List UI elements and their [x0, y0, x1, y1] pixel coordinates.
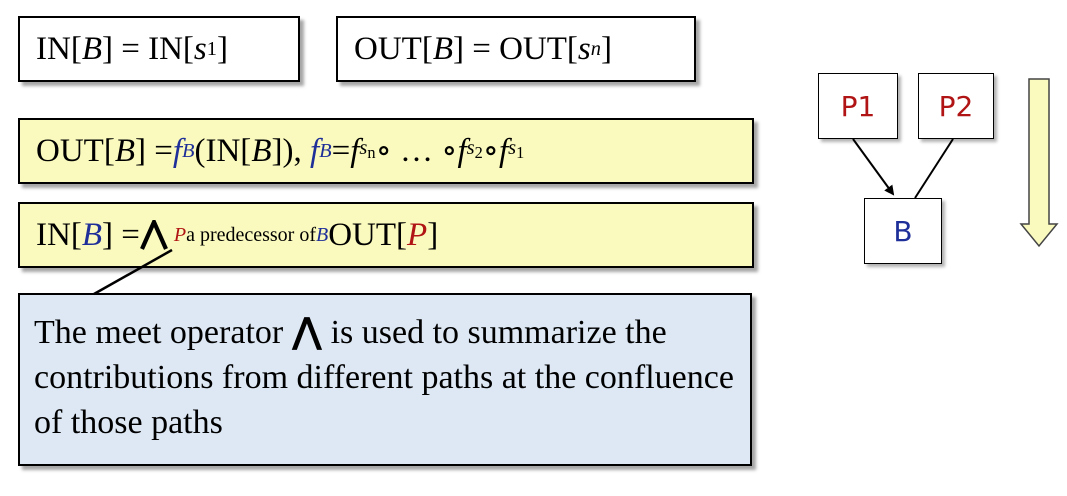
close-paren: ]),: [271, 132, 302, 169]
out-label: OUT[: [36, 132, 115, 169]
s-var: s: [466, 137, 475, 160]
f-s2: f: [457, 132, 467, 169]
node-label: B: [893, 214, 913, 248]
equals-in: ] = IN[: [101, 30, 194, 67]
equals: ] =: [134, 132, 173, 169]
f-var: f: [172, 132, 183, 169]
in-label: IN[: [36, 216, 82, 253]
block-var: B: [316, 224, 329, 246]
s-var: s: [359, 137, 368, 160]
in-label: (IN[: [194, 132, 252, 169]
note-text: The meet operator ⋀ is used to summarize…: [34, 309, 734, 445]
equals-out: ] = OUT[: [452, 30, 578, 67]
p-var: P: [173, 224, 187, 246]
node-label: P2: [938, 89, 974, 123]
meet-operator-note: The meet operator ⋀ is used to summarize…: [18, 293, 752, 466]
block-var: B: [81, 30, 102, 67]
predecessor-text: a predecessor of: [186, 224, 316, 246]
close-bracket: ]: [427, 216, 439, 253]
meet-equation-box: IN[B] = P a predecessor of B OUT[P]: [18, 202, 754, 268]
meet-wedge-icon: [139, 220, 168, 250]
f-sn: f: [350, 132, 360, 169]
meet-wedge-glyph: ⋀: [291, 311, 323, 352]
one-subscript: 1: [516, 143, 525, 163]
block-var: B: [432, 30, 453, 67]
block-var: B: [114, 132, 135, 169]
equals: ] =: [101, 216, 140, 253]
block-var: B: [251, 132, 272, 169]
two-subscript: 2: [474, 143, 483, 163]
in-label: IN[: [36, 30, 82, 67]
node-label: P1: [840, 89, 876, 123]
block-var: B: [81, 216, 102, 253]
p-var: P: [407, 216, 428, 253]
composition-ellipsis: ∘ … ∘: [375, 132, 458, 169]
note-text-before: The meet operator: [34, 314, 292, 351]
equals: =: [331, 132, 351, 169]
close-bracket: ]: [216, 30, 228, 67]
out-label: OUT[: [328, 216, 408, 253]
f-s1: f: [498, 132, 509, 169]
s-var: s: [193, 30, 207, 67]
node-p2: P2: [918, 73, 994, 139]
out-label: OUT[: [354, 30, 433, 67]
note-text-after: is used to summarize the contributions f…: [34, 314, 734, 441]
node-b: B: [864, 198, 942, 264]
node-p1: P1: [818, 73, 898, 139]
f-var: f: [309, 132, 320, 169]
s-var: s: [577, 30, 591, 67]
flow-direction-arrow-icon: [1019, 78, 1059, 248]
close-bracket: ]: [600, 30, 612, 67]
s-var: s: [508, 137, 517, 160]
edge-p2-b: [914, 138, 954, 199]
n-subscript: n: [367, 143, 376, 163]
composition-op: ∘: [482, 132, 499, 169]
edge-p1-b: [852, 138, 895, 196]
callout-pointer: [93, 248, 173, 296]
